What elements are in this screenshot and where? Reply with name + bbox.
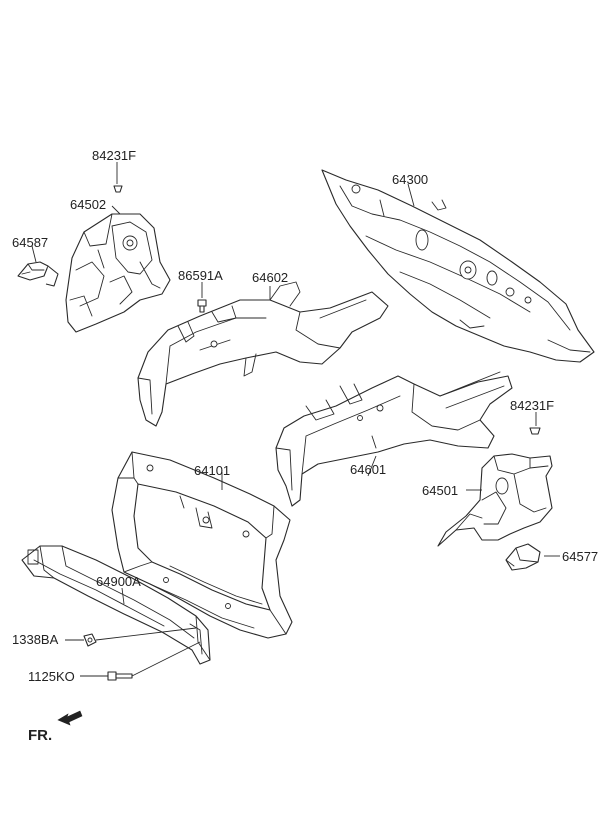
label-64602: 64602 <box>252 270 288 285</box>
part-1125KO-bolt[interactable] <box>107 671 133 681</box>
part-64587-bracket[interactable] <box>17 261 59 287</box>
label-64577: 64577 <box>562 549 598 564</box>
part-1338BA-nut[interactable] <box>83 633 97 647</box>
part-64577-bracket[interactable] <box>505 543 541 571</box>
front-label: FR. <box>28 727 52 744</box>
front-orientation-marker: FR. <box>28 710 83 744</box>
part-64601-side-member-right[interactable] <box>275 371 513 507</box>
part-64900A-bumper-beam[interactable] <box>21 545 211 665</box>
part-64602-side-member-left[interactable] <box>137 281 389 427</box>
label-64101: 64101 <box>194 463 230 478</box>
label-86591A: 86591A <box>178 268 223 283</box>
front-direction-arrow-icon <box>57 710 83 726</box>
label-64601: 64601 <box>350 462 386 477</box>
label-64502: 64502 <box>70 197 106 212</box>
part-64501-fender-apron-right[interactable] <box>437 453 553 547</box>
part-labels: 84231F 64502 64587 86591A 64602 64300 64… <box>12 148 598 684</box>
part-86591A-bolt[interactable] <box>197 299 207 313</box>
label-1125KO: 1125KO <box>28 669 75 684</box>
part-84231F-plug-top[interactable] <box>113 185 123 193</box>
part-64101-radiator-support[interactable] <box>111 451 293 639</box>
label-64587: 64587 <box>12 235 48 250</box>
label-64300: 64300 <box>392 172 428 187</box>
label-84231F-top: 84231F <box>92 148 136 163</box>
label-64900A: 64900A <box>96 574 141 589</box>
label-84231F-right: 84231F <box>510 398 554 413</box>
label-64501: 64501 <box>422 483 458 498</box>
part-64502-fender-apron-left[interactable] <box>65 213 171 333</box>
leader-lines <box>31 162 560 677</box>
part-64300-dash-panel[interactable] <box>321 169 595 363</box>
label-1338BA: 1338BA <box>12 632 59 647</box>
part-84231F-plug-right[interactable] <box>529 427 541 435</box>
